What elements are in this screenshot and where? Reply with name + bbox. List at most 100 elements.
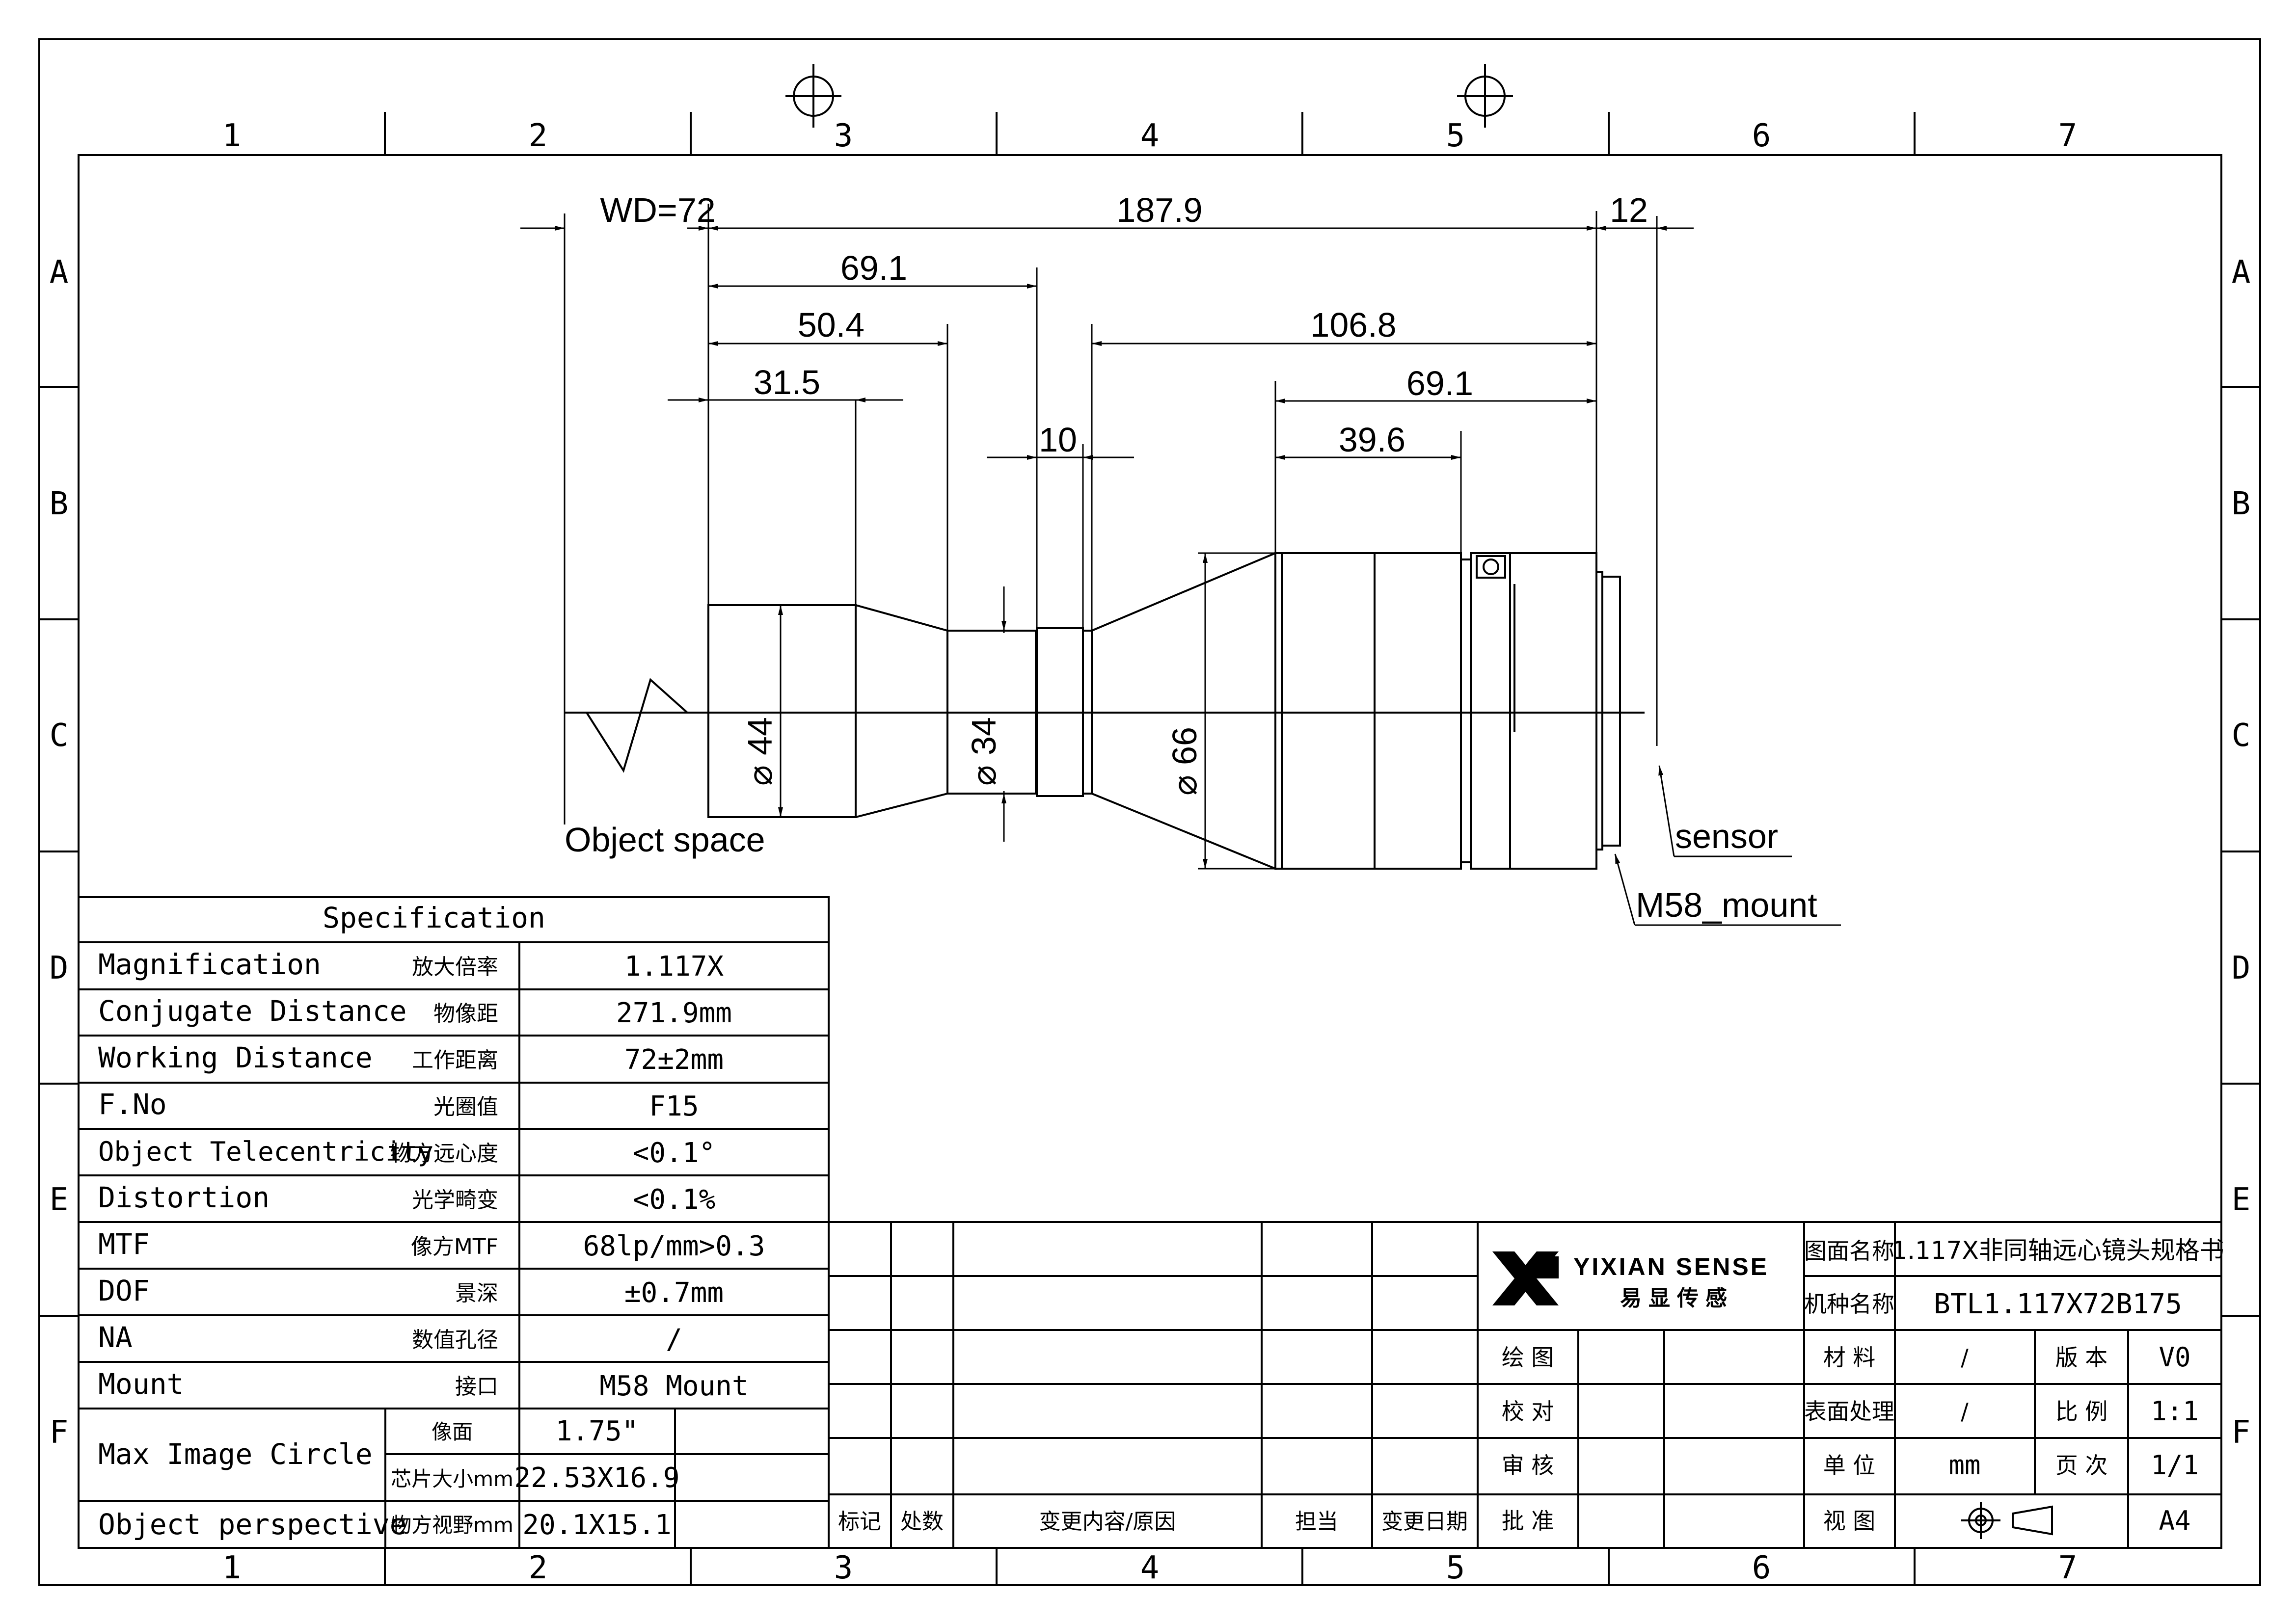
zone-row-left-f: F [50,1414,69,1451]
tb-surface: / [1961,1398,1969,1425]
tb-label-surface: 表面处理 [1804,1398,1894,1425]
spec-value-fno: F15 [649,1090,699,1122]
tb-paper-size: A4 [2159,1505,2190,1536]
zone-row-right-d: D [2232,950,2251,986]
spec-value-wd: 72±2mm [624,1044,724,1076]
zone-col-bottom-1: 1 [222,1550,242,1586]
dim-body-to-flange: 69.1 [1406,364,1473,402]
label-sensor: sensor [1675,817,1778,855]
spec-label-image-circle: Max Image Circle [98,1437,373,1471]
spec-value-dof: ±0.7mm [624,1277,724,1309]
spec-cn-fno: 光圈值 [433,1094,498,1119]
tb-label-material: 材 料 [1823,1344,1876,1371]
zone-col-top-6: 6 [1752,118,1771,154]
spec-cn-mtf: 像方MTF [411,1234,498,1259]
spec-cn-wd: 工作距离 [412,1048,498,1073]
revision-header-count: 处数 [900,1509,944,1534]
tb-unit: mm [1948,1450,1980,1481]
label-mount: M58_mount [1636,886,1817,924]
label-object-space: Object space [565,821,765,859]
spec-value-conjugate: 271.9mm [616,997,732,1029]
zone-row-left-e: E [50,1182,69,1218]
zone-col-top-1: 1 [222,118,242,154]
zone-row-left-a: A [50,254,69,291]
logo-x-mark [1492,1251,1559,1305]
zone-row-left-c: C [50,718,69,754]
spec-cn-mount: 接口 [455,1374,498,1399]
centering-marks [785,64,1513,128]
spec-label-conjugate: Conjugate Distance [98,994,407,1028]
dia-big-body: 66 [1165,727,1204,765]
spec-label-telecentricity: Object Telecentricity [98,1136,433,1167]
break-symbol [565,678,688,773]
spec-label-mount: Mount [98,1367,184,1401]
spec-cn-chip-size: 芯片大小mm [391,1467,513,1491]
spec-value-mtf: 68lp/mm>0.3 [583,1230,765,1262]
tb-page: 1/1 [2151,1450,2199,1481]
dia-mid-barrel: 34 [965,717,1003,755]
dim-front-barrel: 31.5 [754,363,820,401]
spec-cn-telecentricity: 物方远心度 [390,1141,498,1166]
spec-label-magnification: Magnification [98,948,321,981]
revision-table [828,1221,1479,1549]
dia-front-barrel: 44 [741,717,779,755]
tb-label-model: 机种名称 [1804,1291,1894,1317]
spec-value-distortion: <0.1% [633,1184,716,1216]
zone-row-right-e: E [2232,1182,2251,1218]
spec-label-object-perspective: Object perspective [98,1508,407,1541]
spec-cn-distortion: 光学畸变 [412,1188,498,1213]
company-logo: YIXIAN SENSE 易显传感 [1492,1251,1769,1311]
dim-body-width: 39.6 [1339,421,1405,459]
zone-row-right-a: A [2232,254,2251,291]
tb-label-unit: 单 位 [1823,1452,1876,1479]
tb-sign-review: 审 核 [1502,1452,1554,1479]
dia-symbol-big: ⌀ [1165,775,1204,796]
tb-label-scale: 比 例 [2055,1398,2108,1425]
revision-header-owner: 担当 [1295,1509,1338,1534]
spec-label-distortion: Distortion [98,1181,270,1214]
spec-label-mtf: MTF [98,1227,150,1261]
extension-lines [564,204,1658,870]
zone-col-top-5: 5 [1446,118,1465,154]
tb-scale: 1:1 [2151,1396,2199,1427]
tb-material: / [1961,1344,1969,1371]
spec-value-magnification: 1.117X [624,951,724,983]
spec-cn-object-view: 物方视野mm [391,1513,513,1537]
dim-working-distance: WD=72 [600,191,715,229]
dim-front-to-ring: 69.1 [840,249,907,287]
tb-label-version: 版 本 [2055,1344,2108,1371]
zone-col-bottom-7: 7 [2058,1550,2078,1586]
drawing-frame [38,38,2261,1586]
zone-row-right-c: C [2232,718,2251,754]
spec-value-na: / [666,1324,682,1356]
spec-value-chip-size: 22.53X16.9 [514,1462,679,1494]
zone-col-top-7: 7 [2058,118,2078,154]
revision-header-date: 变更日期 [1381,1509,1468,1534]
logo-cn: 易显传感 [1620,1286,1734,1311]
logo-name: YIXIAN SENSE [1573,1253,1769,1280]
spec-cn-image-plane: 像面 [432,1420,473,1444]
zone-row-right-b: B [2232,486,2251,522]
tb-label-drawing-name: 图面名称 [1804,1238,1894,1264]
zone-col-top-3: 3 [834,118,853,154]
dim-rear-section: 106.8 [1310,306,1396,344]
spec-label-na: NA [98,1321,133,1354]
spec-label-wd: Working Distance [98,1041,373,1074]
zone-col-top-2: 2 [529,118,548,154]
zone-col-bottom-3: 3 [834,1550,853,1586]
zone-col-bottom-2: 2 [529,1550,548,1586]
spec-title: Specification [323,901,545,934]
dim-ring-width: 10 [1039,421,1077,459]
dim-front-to-mid: 50.4 [798,306,864,344]
dim-total-length: 187.9 [1116,191,1202,229]
zone-row-left-d: D [50,950,69,986]
title-block [1477,1221,2222,1549]
projection-symbol-icon [1961,1502,2053,1539]
revision-header-content: 变更内容/原因 [1039,1509,1176,1534]
zone-col-top-4: 4 [1140,118,1160,154]
spec-label-dof: DOF [98,1274,150,1307]
tb-label-page: 页 次 [2055,1452,2108,1479]
dia-symbol-front: ⌀ [741,765,779,786]
spec-label-fno: F.No [98,1088,167,1121]
tb-model: BTL1.117X72B175 [1934,1288,2182,1320]
